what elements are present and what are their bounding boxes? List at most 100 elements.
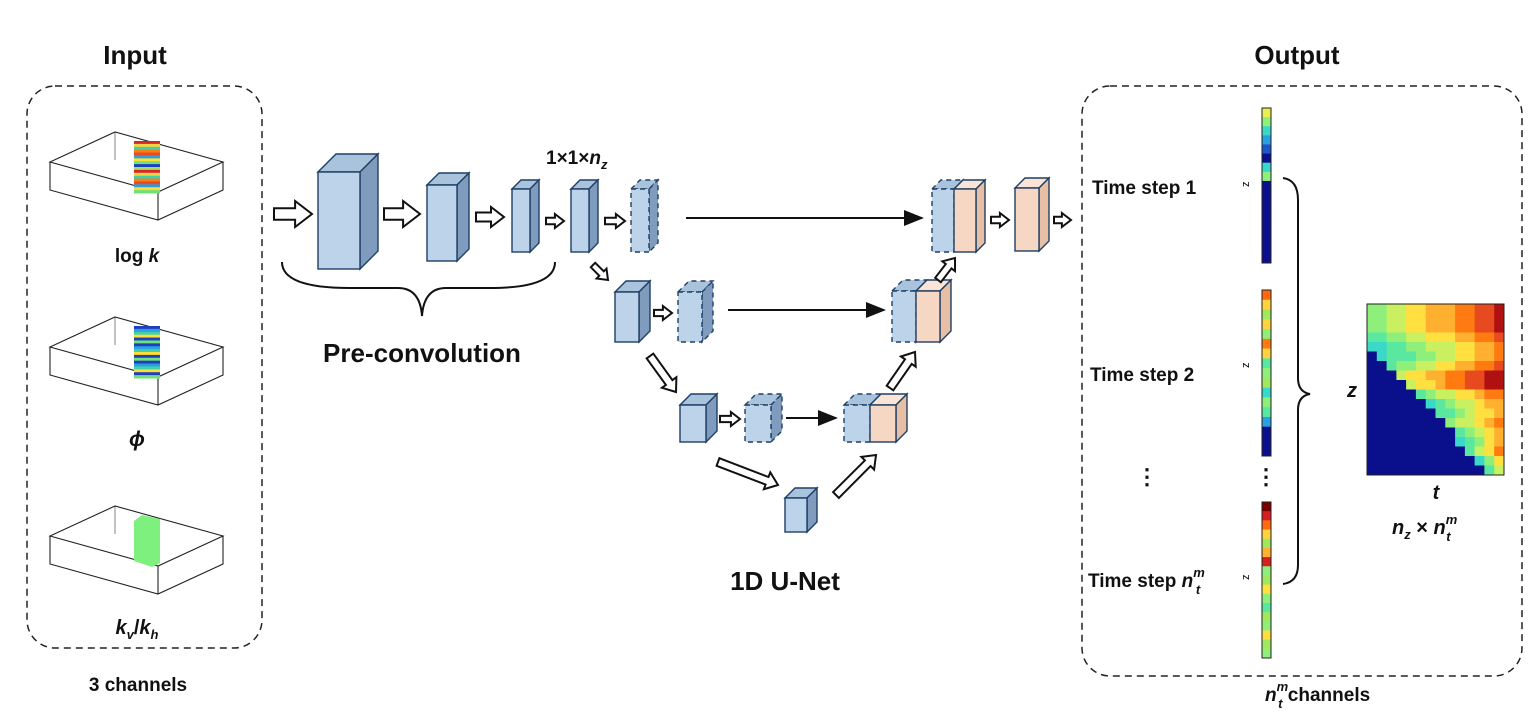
well-layer — [134, 343, 160, 347]
heatmap-cell — [1455, 313, 1466, 324]
profile-cell — [1262, 593, 1271, 604]
heatmap-cell — [1474, 427, 1485, 438]
heatmap-cell — [1406, 446, 1417, 457]
heatmap-cell — [1376, 342, 1387, 352]
arrow-down-3 — [715, 456, 780, 491]
output-profile-2 — [1261, 289, 1272, 457]
heatmap-cell — [1376, 408, 1387, 419]
well-layer — [134, 178, 160, 182]
heatmap-cell — [1494, 446, 1505, 457]
well-layer — [134, 328, 160, 333]
heatmap-cell — [1367, 408, 1378, 419]
heatmap-cell — [1445, 313, 1456, 324]
heatmap-cell — [1435, 332, 1446, 343]
well-layer — [134, 360, 160, 365]
heatmap-cell — [1415, 465, 1427, 476]
heatmap-cell — [1425, 427, 1436, 438]
well-layer — [134, 349, 160, 353]
heatmap-cell — [1386, 361, 1397, 371]
input-volume-3 — [48, 505, 225, 595]
heatmap-cell — [1455, 389, 1466, 400]
bottleneck-block — [783, 486, 819, 534]
well-layer — [134, 141, 160, 145]
well-layer — [134, 155, 160, 159]
input-title: Input — [103, 40, 167, 70]
profile-cell — [1262, 108, 1271, 118]
heatmap-cell — [1484, 313, 1495, 324]
arrow-encoder-2 — [653, 303, 674, 323]
heatmap-cell — [1435, 389, 1446, 400]
heatmap-cell — [1494, 332, 1505, 343]
preconv-brace — [281, 261, 556, 317]
heatmap-cell — [1415, 456, 1427, 466]
heatmap-cell — [1474, 465, 1485, 476]
heatmap-cell — [1425, 370, 1436, 381]
heatmap-cell — [1396, 380, 1407, 390]
profile-cell — [1262, 319, 1271, 330]
heatmap-cell — [1484, 370, 1495, 381]
profile-cell — [1262, 144, 1271, 154]
well-layer — [134, 152, 160, 156]
profile-cell — [1262, 547, 1271, 558]
heatmap-cell — [1386, 399, 1397, 409]
heatmap-cell — [1367, 418, 1378, 428]
heatmap-cell — [1455, 465, 1466, 476]
arrow-decoder-final — [990, 210, 1011, 230]
heatmap-cell — [1494, 313, 1505, 324]
arrow-encoder-1 — [604, 211, 627, 231]
heatmap-cell — [1455, 332, 1466, 343]
heatmap-cell — [1494, 323, 1505, 333]
heatmap-cell — [1415, 370, 1427, 381]
well-layer — [134, 190, 160, 194]
heatmap-cell — [1484, 465, 1495, 476]
input-volume-2 — [48, 316, 225, 406]
well-layer — [134, 357, 160, 362]
encoder-block-2 — [613, 279, 652, 344]
heatmap-cell — [1376, 427, 1387, 438]
heatmap-cell — [1425, 418, 1436, 428]
heatmap-cell — [1474, 418, 1485, 428]
well-layer — [134, 326, 160, 330]
heatmap-cell — [1484, 332, 1495, 343]
heatmap-cell — [1464, 437, 1476, 447]
profile-cell — [1262, 426, 1271, 437]
profile-cell — [1262, 162, 1271, 173]
profile-cell — [1262, 630, 1271, 641]
profile-cell — [1262, 566, 1271, 576]
heatmap-cell — [1386, 465, 1397, 476]
arrow-down-1 — [589, 261, 610, 282]
heatmap-cell — [1474, 323, 1485, 333]
heatmap-cell — [1464, 361, 1476, 371]
heatmap-cell — [1435, 446, 1446, 457]
profile-cell — [1262, 377, 1271, 389]
heatmap-cell — [1464, 313, 1476, 324]
heatmap-cell — [1406, 418, 1417, 428]
heatmap-cell — [1455, 427, 1466, 438]
output-brace — [1282, 177, 1311, 585]
heatmap-cell — [1386, 380, 1397, 390]
heatmap-cell — [1445, 446, 1456, 457]
heatmap-cell — [1376, 380, 1387, 390]
heatmap-cell — [1425, 465, 1436, 476]
heatmap-cell — [1464, 465, 1476, 476]
heatmap-cell — [1455, 418, 1466, 428]
heatmap-cell — [1435, 351, 1446, 362]
profile-cell — [1262, 348, 1271, 359]
heatmap-cell — [1415, 361, 1427, 371]
heatmap-cell — [1386, 427, 1397, 438]
arrow-preconv-3 — [545, 211, 566, 231]
heatmap-cell — [1445, 323, 1456, 333]
profile-cell — [1262, 511, 1271, 521]
well-layer — [134, 372, 160, 376]
heatmap-cell — [1464, 408, 1476, 419]
heatmap-cell — [1396, 370, 1407, 381]
well-layer — [134, 187, 160, 191]
heatmap-cell — [1367, 313, 1378, 324]
heatmap-cell — [1396, 361, 1407, 371]
heatmap-xlabel: t — [1433, 482, 1441, 504]
heatmap-cell — [1386, 351, 1397, 362]
heatmap-cell — [1415, 446, 1427, 457]
profile-cell — [1262, 244, 1271, 255]
heatmap-cell — [1484, 323, 1495, 333]
